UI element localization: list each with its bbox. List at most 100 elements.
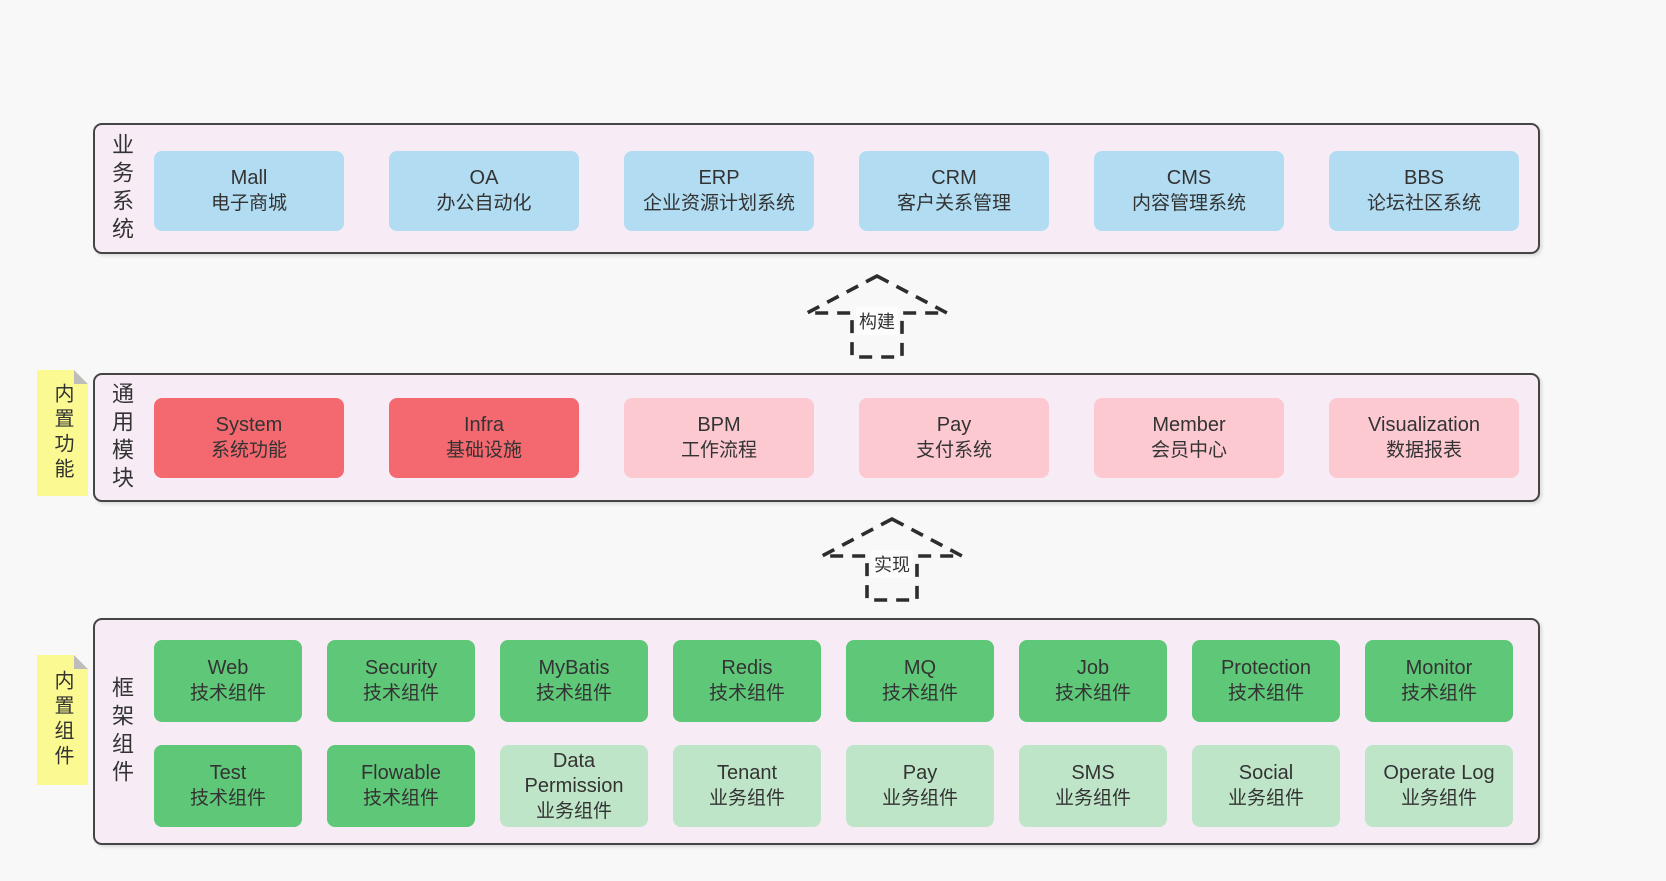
box-title: Monitor [1405,657,1473,679]
sticky-note-text: 内置功能 [51,383,73,483]
box-mybatis: MyBatis 技术组件 [500,640,648,722]
box-pay: Pay 支付系统 [859,398,1049,478]
box-sms: SMS 业务组件 [1019,745,1167,827]
box-subtitle: 支付系统 [915,440,992,461]
box-title: Security [364,657,438,679]
box-subtitle: 电子商城 [210,193,287,214]
box-subtitle: 技术组件 [189,788,266,809]
box-title: BPM [697,414,741,436]
box-subtitle: 会员中心 [1150,440,1227,461]
box-title: Flowable [360,762,442,784]
arrow-implement: 实现 [819,516,965,602]
box-title: Redis [721,657,773,679]
box-title: Pay [936,414,972,436]
box-subtitle: 技术组件 [881,683,958,704]
box-subtitle: 技术组件 [708,683,785,704]
box-title: SMS [1071,762,1115,784]
box-subtitle: 系统功能 [210,440,287,461]
box-subtitle: 技术组件 [189,683,266,704]
box-oa: OA 办公自动化 [389,151,579,231]
box-title: Pay [902,762,938,784]
box-operate-log: Operate Log 业务组件 [1365,745,1513,827]
box-subtitle: 业务组件 [535,800,612,822]
box-subtitle: 客户关系管理 [896,193,1011,214]
box-subtitle: 业务组件 [1054,788,1131,809]
box-subtitle: 论坛社区系统 [1366,193,1481,214]
box-cms: CMS 内容管理系统 [1094,151,1284,231]
box-flowable: Flowable 技术组件 [327,745,475,827]
box-mq: MQ 技术组件 [846,640,994,722]
box-title: Web [207,657,249,679]
box-title: Mall [230,167,268,189]
box-monitor: Monitor 技术组件 [1365,640,1513,722]
arrow-build: 构建 [804,273,950,359]
layer-label-business-systems: 业务系统 [109,132,134,245]
box-title: Protection [1220,657,1312,679]
box-system: System 系统功能 [154,398,344,478]
arrow-implement-label: 实现 [871,550,913,578]
box-subtitle: 基础设施 [445,440,522,461]
box-subtitle: 内容管理系统 [1131,193,1246,214]
box-job: Job 技术组件 [1019,640,1167,722]
box-title: MQ [903,657,937,679]
folded-corner-icon [74,655,88,669]
box-subtitle: 技术组件 [1227,683,1304,704]
box-subtitle: 业务组件 [1400,788,1477,809]
box-subtitle: 技术组件 [1054,683,1131,704]
box-subtitle: 技术组件 [1400,683,1477,704]
box-subtitle: 技术组件 [362,683,439,704]
box-title: Tenant [716,762,778,784]
box-title: Member [1152,414,1226,436]
box-title: Data Permission [524,749,624,797]
layer-common-modules: 通用模块 System 系统功能 Infra 基础设施 BPM 工作流程 Pay 支付系统 Me… [93,373,1540,502]
box-title: Visualization [1368,414,1480,436]
module-row: System 系统功能 Infra 基础设施 BPM 工作流程 Pay 支付系统 Member 会… [154,398,1519,478]
box-subtitle: 企业资源计划系统 [642,193,795,214]
arrow-build-label: 构建 [856,307,898,335]
box-tenant: Tenant 业务组件 [673,745,821,827]
box-redis: Redis 技术组件 [673,640,821,722]
box-title: OA [469,167,499,189]
box-title: Test [209,762,247,784]
box-title: Operate Log [1383,762,1495,784]
box-infra: Infra 基础设施 [389,398,579,478]
box-erp: ERP 企业资源计划系统 [624,151,814,231]
sticky-note-built-in-functions: 内置功能 [37,370,88,496]
sticky-note-built-in-components: 内置组件 [37,655,88,785]
box-subtitle: 技术组件 [362,788,439,809]
box-title: Job [1076,657,1110,679]
box-subtitle: 业务组件 [708,788,785,809]
box-title: CMS [1166,167,1212,189]
box-protection: Protection 技术组件 [1192,640,1340,722]
box-security: Security 技术组件 [327,640,475,722]
layer-label-common-modules: 通用模块 [109,381,134,494]
box-bbs: BBS 论坛社区系统 [1329,151,1519,231]
box-subtitle: 办公自动化 [436,193,532,214]
box-test: Test 技术组件 [154,745,302,827]
box-title: Social [1238,762,1294,784]
box-title: Infra [463,414,505,436]
box-subtitle: 工作流程 [680,440,757,461]
layer-label-framework-components: 框架组件 [109,675,134,788]
box-title: BBS [1403,167,1445,189]
box-title: System [215,414,283,436]
box-bpm: BPM 工作流程 [624,398,814,478]
sticky-note-text: 内置组件 [51,670,73,770]
box-subtitle: 技术组件 [535,683,612,704]
box-web: Web 技术组件 [154,640,302,722]
box-title: MyBatis [538,657,610,679]
folded-corner-icon [74,370,88,384]
box-title: ERP [698,167,740,189]
box-subtitle: 数据报表 [1385,440,1462,461]
box-mall: Mall 电子商城 [154,151,344,231]
box-member: Member 会员中心 [1094,398,1284,478]
